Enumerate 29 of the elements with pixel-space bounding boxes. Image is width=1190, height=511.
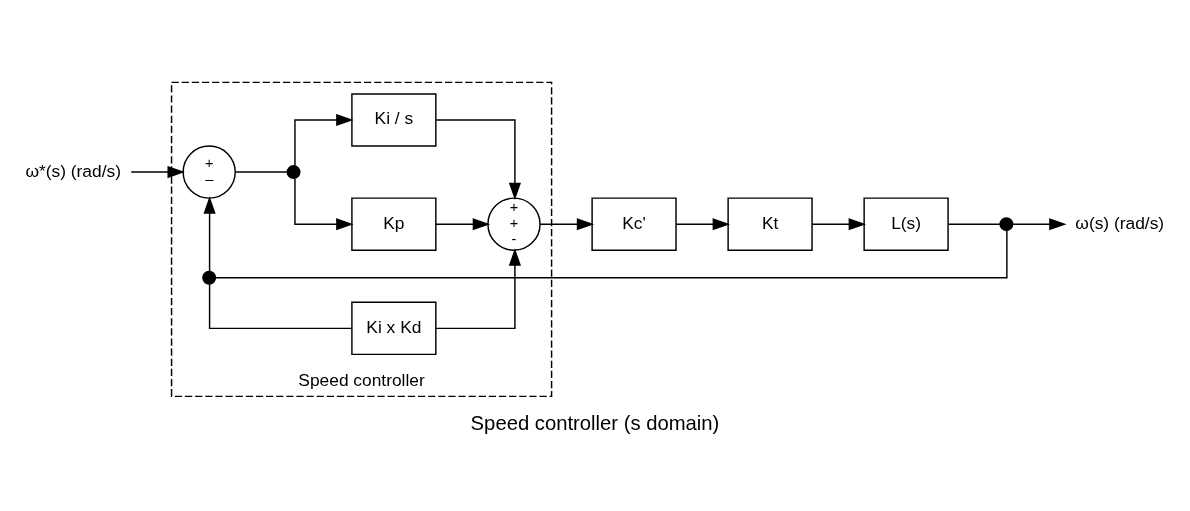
node-text: ω*(s) (rad/s)	[25, 160, 121, 181]
arrow	[294, 177, 354, 230]
node-dot	[286, 164, 301, 179]
node-box: Kc'	[591, 196, 677, 251]
arrow	[435, 247, 521, 329]
caption: Speed controller (s domain)	[470, 411, 720, 434]
arrow	[294, 113, 354, 166]
node-circle: + –	[182, 144, 236, 199]
node-circle: + + -	[487, 196, 541, 251]
arrow	[130, 165, 185, 178]
arrow	[435, 217, 491, 230]
node-box: Kp	[351, 196, 437, 251]
node-box: Kt	[727, 196, 813, 251]
connector	[214, 229, 1008, 278]
arrow	[811, 217, 867, 230]
arrow	[675, 217, 730, 230]
arrow	[203, 195, 216, 272]
node-box: Ki x Kd	[351, 301, 437, 355]
arrow	[539, 217, 595, 230]
connector	[208, 283, 353, 329]
node-box: L(s)	[863, 196, 949, 251]
node-dot	[999, 216, 1014, 231]
node-text: ω(s) (rad/s)	[1075, 212, 1165, 233]
node-box: Ki / s	[351, 92, 437, 147]
connector	[947, 222, 1001, 225]
arrow	[1012, 217, 1067, 230]
node-dot	[202, 270, 217, 285]
connector	[234, 170, 288, 173]
arrow	[435, 118, 521, 200]
